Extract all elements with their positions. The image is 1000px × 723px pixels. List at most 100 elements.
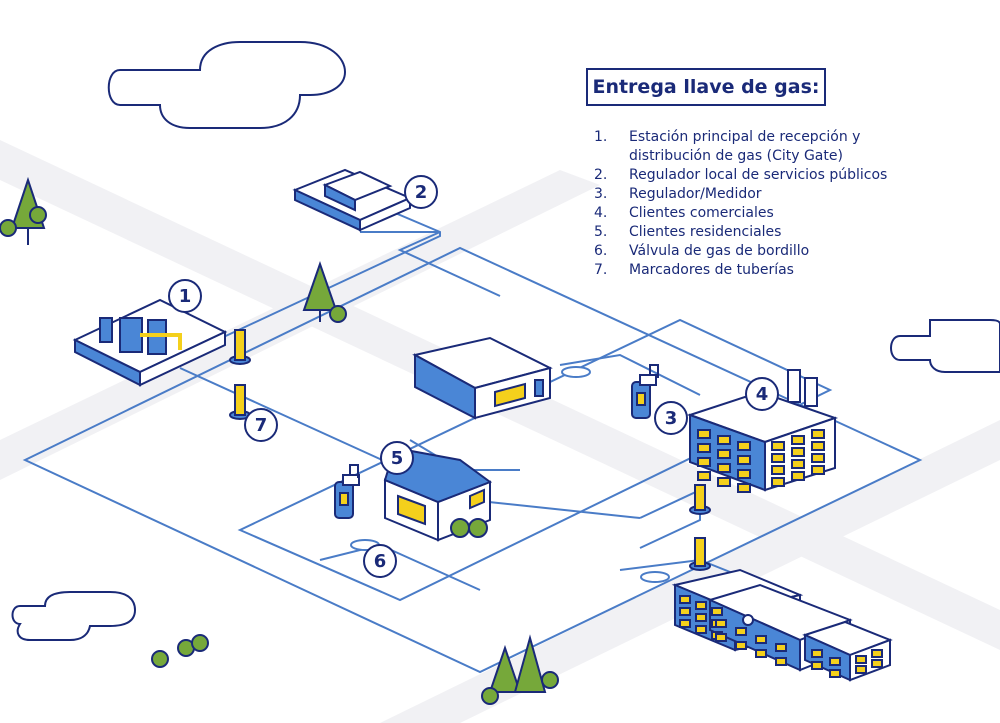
- window: [855, 665, 867, 674]
- number-marker-label: 1: [179, 286, 192, 307]
- legend-item-text: Marcadores de tuberías: [629, 262, 794, 278]
- window: [715, 633, 727, 642]
- regulator-meter: [631, 364, 659, 419]
- number-marker-circle: [168, 279, 202, 313]
- number-marker-label: 3: [665, 408, 678, 429]
- legend-item-text: Regulador local de servicios públicos: [629, 167, 888, 183]
- number-marker-circle: [380, 441, 414, 475]
- window: [771, 477, 785, 487]
- window: [679, 619, 691, 628]
- legend-item: 6. Válvula de gas de bordillo: [594, 242, 924, 261]
- legend-item: 3. Regulador/Medidor: [594, 185, 924, 204]
- legend-item-text: Válvula de gas de bordillo: [629, 243, 810, 259]
- legend-item-number: 7.: [594, 262, 608, 278]
- number-marker-4: 4: [745, 377, 779, 411]
- number-marker-5: 5: [380, 441, 414, 475]
- window: [697, 471, 711, 481]
- legend-item-text: Regulador/Medidor: [629, 186, 762, 202]
- window: [791, 435, 805, 445]
- cloud-icon: [11, 591, 137, 641]
- window: [811, 429, 825, 439]
- tree-icon: [151, 634, 209, 668]
- legend-list: 1.Estación principal de recepción y dist…: [594, 128, 924, 280]
- number-marker-circle: [654, 401, 688, 435]
- window: [871, 659, 883, 668]
- number-marker-2: 2: [404, 175, 438, 209]
- window: [697, 429, 711, 439]
- window: [717, 435, 731, 445]
- legend-item-number: 1.: [594, 129, 608, 145]
- pipe-marker-post: [689, 484, 711, 515]
- window: [791, 471, 805, 481]
- window: [855, 655, 867, 664]
- window: [811, 661, 823, 670]
- window: [755, 635, 767, 644]
- city-gate-station: [72, 298, 228, 387]
- number-marker-label: 7: [255, 415, 268, 436]
- number-marker-label: 5: [391, 448, 404, 469]
- number-marker-1: 1: [168, 279, 202, 313]
- legend-item-number: 3.: [594, 186, 608, 202]
- window: [811, 441, 825, 451]
- window: [737, 441, 751, 451]
- window: [811, 465, 825, 475]
- legend-item-number: 2.: [594, 167, 608, 183]
- curb-valve: [350, 366, 670, 583]
- warehouse-building: [412, 336, 553, 420]
- window: [717, 449, 731, 459]
- legend-item: 7. Marcadores de tuberías: [594, 261, 924, 280]
- legend-item-number: 6.: [594, 243, 608, 259]
- window: [711, 607, 723, 616]
- window: [791, 447, 805, 457]
- window: [829, 657, 841, 666]
- school-building: [671, 568, 893, 682]
- cloud-icon: [107, 41, 347, 129]
- pipe-marker-post: [689, 537, 711, 571]
- window: [811, 649, 823, 658]
- pipe-marker-post: [229, 329, 251, 365]
- window: [715, 619, 727, 628]
- tree-icon: [302, 260, 347, 323]
- window: [695, 601, 707, 610]
- window: [811, 453, 825, 463]
- window: [755, 649, 767, 658]
- legend-item-text: Clientes comerciales: [629, 205, 774, 221]
- cloud-icon: [890, 319, 1000, 373]
- legend-item: 1.Estación principal de recepción y dist…: [594, 128, 924, 166]
- window: [697, 457, 711, 467]
- local-regulator-station: [292, 168, 413, 232]
- window: [679, 595, 691, 604]
- window: [871, 649, 883, 658]
- number-marker-label: 6: [374, 551, 387, 572]
- legend-item: 2. Regulador local de servicios públicos: [594, 166, 924, 185]
- window: [771, 453, 785, 463]
- window: [697, 443, 711, 453]
- window: [771, 465, 785, 475]
- legend-item: 5.Clientes residenciales: [594, 223, 924, 242]
- legend-title: Entrega llave de gas:: [586, 68, 826, 106]
- window: [791, 459, 805, 469]
- number-marker-circle: [745, 377, 779, 411]
- number-marker-6: 6: [363, 544, 397, 578]
- number-marker-circle: [404, 175, 438, 209]
- window: [679, 607, 691, 616]
- pipe-marker-post: [229, 384, 251, 420]
- number-marker-circle: [244, 408, 278, 442]
- window: [695, 625, 707, 634]
- window: [829, 669, 841, 678]
- regulator-meter: [334, 464, 360, 519]
- window: [735, 641, 747, 650]
- window: [775, 657, 787, 666]
- legend-item: 4.Clientes comerciales: [594, 204, 924, 223]
- window: [737, 469, 751, 479]
- window: [771, 441, 785, 451]
- number-marker-label: 2: [415, 182, 428, 203]
- number-marker-label: 4: [756, 384, 769, 405]
- window: [695, 613, 707, 622]
- tree-icon: [0, 176, 47, 245]
- window: [735, 627, 747, 636]
- number-markers: 1 2 3 4 5 6 7: [168, 175, 779, 578]
- window: [717, 463, 731, 473]
- window: [717, 477, 731, 487]
